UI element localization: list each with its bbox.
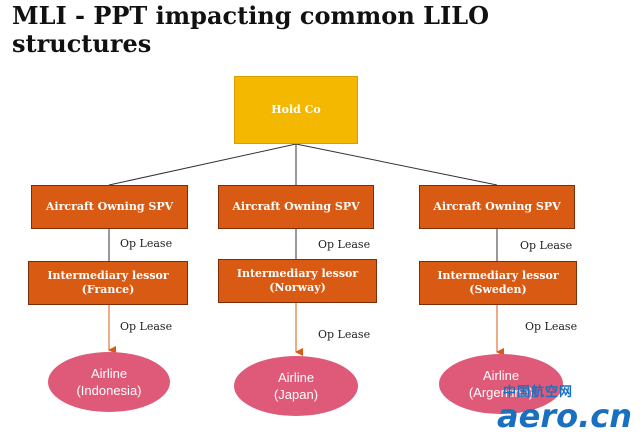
hold-to-spv-3-line: [295, 143, 498, 186]
op-lease-label-3a: Op Lease: [520, 239, 573, 252]
airline-ellipse-2: Airline (Japan): [234, 356, 358, 416]
airline-name-1: Airline: [90, 366, 128, 381]
aero-cn-watermark: 中国航空网 aero.cn: [497, 381, 632, 432]
airline-country-3: (Argentina): [468, 385, 534, 400]
spv-box-2: Aircraft Owning SPV: [218, 185, 374, 229]
lessor-country-3: (Sweden): [469, 283, 527, 296]
lessor-country-2: (Norway): [269, 281, 326, 294]
lessor-country-1: (France): [81, 283, 135, 296]
op-lease-label-2a: Op Lease: [318, 238, 371, 251]
watermark-en-text: aero.cn: [497, 397, 632, 435]
watermark-cn-text: 中国航空网: [503, 385, 574, 400]
airline-country-1: (Indonesia): [76, 383, 142, 398]
hold-to-spv-1-line: [108, 143, 297, 186]
spv-box-3: Aircraft Owning SPV: [419, 185, 575, 229]
spv-box-1: Aircraft Owning SPV: [31, 185, 188, 229]
lessor-box-2: Intermediary lessor (Norway): [218, 259, 377, 303]
lessor-title-1: Intermediary lessor: [47, 269, 169, 282]
lessor-box-1: Intermediary lessor (France): [28, 261, 188, 305]
lessor-title-2: Intermediary lessor: [236, 267, 359, 280]
page-title: MLI - PPT impacting common LILO structur…: [12, 1, 489, 58]
op-lease-label-3b: Op Lease: [525, 320, 578, 333]
lessor-box-3: Intermediary lessor (Sweden): [419, 261, 577, 305]
airline-country-2: (Japan): [273, 387, 319, 402]
airline-name-3: Airline: [482, 368, 520, 383]
lessor-title-3: Intermediary lessor: [437, 269, 559, 282]
airline-name-2: Airline: [277, 370, 315, 385]
hold-co-box: Hold Co: [234, 76, 358, 144]
op-lease-label-2b: Op Lease: [318, 328, 371, 341]
op-lease-label-1b: Op Lease: [120, 320, 173, 333]
op-lease-label-1a: Op Lease: [120, 237, 173, 250]
airline-ellipse-3: Airline (Argentina): [439, 354, 563, 414]
airline-ellipse-1: Airline (Indonesia): [48, 352, 170, 412]
